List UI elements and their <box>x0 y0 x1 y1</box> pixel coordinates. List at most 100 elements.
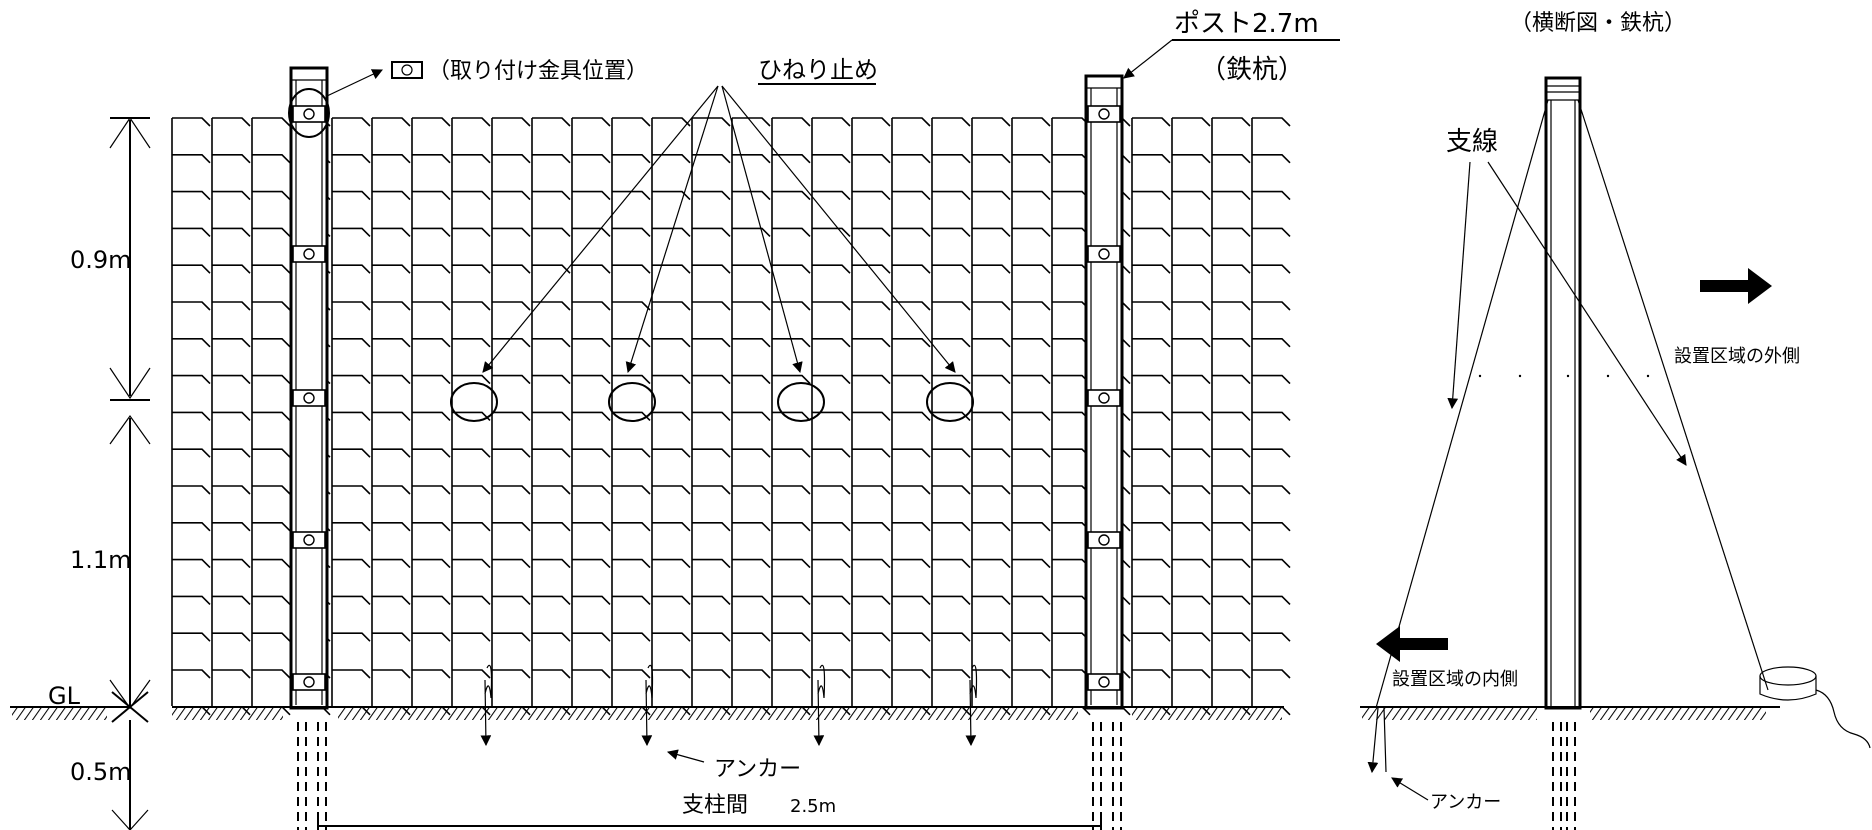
mesh-horizontal-wire <box>772 338 811 348</box>
mesh-horizontal-wire <box>652 558 691 569</box>
mesh-horizontal-wire <box>972 374 1011 385</box>
mesh-horizontal-wire <box>692 485 731 495</box>
mesh-horizontal-wire <box>212 632 251 642</box>
mesh-horizontal-wire <box>452 301 491 311</box>
mesh-horizontal-wire <box>1252 669 1291 679</box>
mesh-horizontal-wire <box>572 374 611 385</box>
mesh-horizontal-wire <box>1012 595 1051 605</box>
post-sub-label: （鉄杭） <box>1200 55 1304 85</box>
bracket-bolt <box>1098 676 1110 688</box>
mesh-horizontal-wire <box>532 632 571 642</box>
mesh-horizontal-wire <box>1252 117 1291 127</box>
guy-wire-label: 支線 <box>1446 127 1498 157</box>
mesh-horizontal-wire <box>1252 558 1291 569</box>
bracket <box>292 673 326 691</box>
mesh-horizontal-wire <box>972 595 1011 605</box>
mesh-horizontal-wire <box>972 301 1011 311</box>
mesh-horizontal-wire <box>1052 632 1091 642</box>
mesh-horizontal-wire <box>252 632 291 642</box>
mesh-horizontal-wire <box>1052 301 1091 311</box>
mesh-horizontal-wire <box>1172 595 1211 605</box>
mesh-horizontal-wire <box>1052 485 1091 495</box>
mesh-horizontal-wire <box>972 227 1011 237</box>
mesh-horizontal-wire <box>1172 632 1211 642</box>
mesh-horizontal-wire <box>1012 301 1051 311</box>
mesh-horizontal-wire <box>852 595 891 605</box>
mesh-horizontal-wire <box>1172 669 1211 679</box>
mesh-horizontal-wire <box>492 669 531 679</box>
mesh-horizontal-wire <box>692 558 731 569</box>
cross-buried-post <box>1552 722 1576 830</box>
bracket-bolt <box>1098 108 1110 120</box>
mesh-horizontal-wire <box>532 190 571 201</box>
mesh-horizontal-wire <box>452 374 491 385</box>
mesh-horizontal-wire <box>532 117 571 127</box>
bracket <box>292 245 326 263</box>
mesh-horizontal-wire <box>332 522 371 532</box>
mesh-horizontal-wire <box>732 595 771 605</box>
mesh-horizontal-wire <box>412 522 451 532</box>
mesh-horizontal-wire <box>1012 117 1051 127</box>
mesh-horizontal-wire <box>572 264 611 274</box>
bracket <box>1087 389 1121 407</box>
mesh-horizontal-wire <box>572 227 611 237</box>
mesh-horizontal-wire <box>412 154 451 164</box>
mesh-horizontal-wire <box>572 669 611 679</box>
guy-wire-right <box>1577 99 1769 691</box>
post-leader <box>1123 39 1173 79</box>
mesh-horizontal-wire <box>172 632 211 642</box>
mesh-horizontal-wire <box>252 338 291 348</box>
mesh-horizontal-wire <box>652 485 691 495</box>
gl-label: GL <box>48 682 81 710</box>
mesh-horizontal-wire <box>932 558 971 569</box>
mesh-horizontal-wire <box>1172 190 1211 201</box>
mesh-horizontal-wire <box>732 669 771 679</box>
mesh-horizontal-wire <box>612 154 651 164</box>
inside-arrow-icon <box>1376 626 1448 662</box>
inside-label: 設置区域の内側 <box>1392 669 1518 690</box>
mesh-horizontal-wire <box>732 558 771 569</box>
mesh-horizontal-wire <box>732 632 771 642</box>
bracket <box>1087 531 1121 549</box>
mesh-horizontal-wire <box>212 669 251 679</box>
mesh-horizontal-wire <box>1212 558 1251 569</box>
mesh-horizontal-wire <box>332 485 371 495</box>
mesh-horizontal-wire <box>212 485 251 495</box>
twist-circle-3 <box>777 382 825 422</box>
mesh-horizontal-wire <box>332 301 371 311</box>
mesh-horizontal-wire <box>252 117 291 127</box>
mesh-horizontal-wire <box>492 485 531 495</box>
mesh-horizontal-wire <box>972 338 1011 348</box>
mesh-horizontal-wire <box>1132 227 1171 237</box>
mesh-horizontal-wire <box>492 338 531 348</box>
mesh-horizontal-wire <box>172 301 211 311</box>
mesh-horizontal-wire <box>332 632 371 642</box>
mesh-horizontal-wire <box>412 301 451 311</box>
mesh-horizontal-wire <box>932 374 971 385</box>
mesh-horizontal-wire <box>1172 338 1211 348</box>
mesh-horizontal-wire <box>692 301 731 311</box>
mesh-horizontal-wire <box>492 154 531 164</box>
mesh-horizontal-wire <box>732 522 771 532</box>
mesh-horizontal-wire <box>1052 117 1091 127</box>
mesh-horizontal-wire <box>932 448 971 458</box>
mesh-horizontal-wire <box>452 117 491 127</box>
mesh-horizontal-wire <box>612 227 651 237</box>
mesh-horizontal-wire <box>572 117 611 127</box>
mesh-horizontal-wire <box>932 190 971 201</box>
mesh-horizontal-wire <box>812 669 851 679</box>
mesh-horizontal-wire <box>212 338 251 348</box>
mesh-horizontal-wire <box>652 117 691 127</box>
mesh-horizontal-wire <box>1212 301 1251 311</box>
mesh-horizontal-wire <box>412 411 451 421</box>
mesh-horizontal-wire <box>772 374 811 385</box>
mesh-horizontal-wire <box>172 264 211 274</box>
mesh-horizontal-wire <box>732 374 771 385</box>
mesh-horizontal-wire <box>652 227 691 237</box>
mesh-horizontal-wire <box>452 558 491 569</box>
mesh-horizontal-wire <box>932 669 971 679</box>
mesh-horizontal-wire <box>852 374 891 385</box>
mesh-horizontal-wire <box>1132 595 1171 605</box>
mesh-horizontal-wire <box>1172 264 1211 274</box>
